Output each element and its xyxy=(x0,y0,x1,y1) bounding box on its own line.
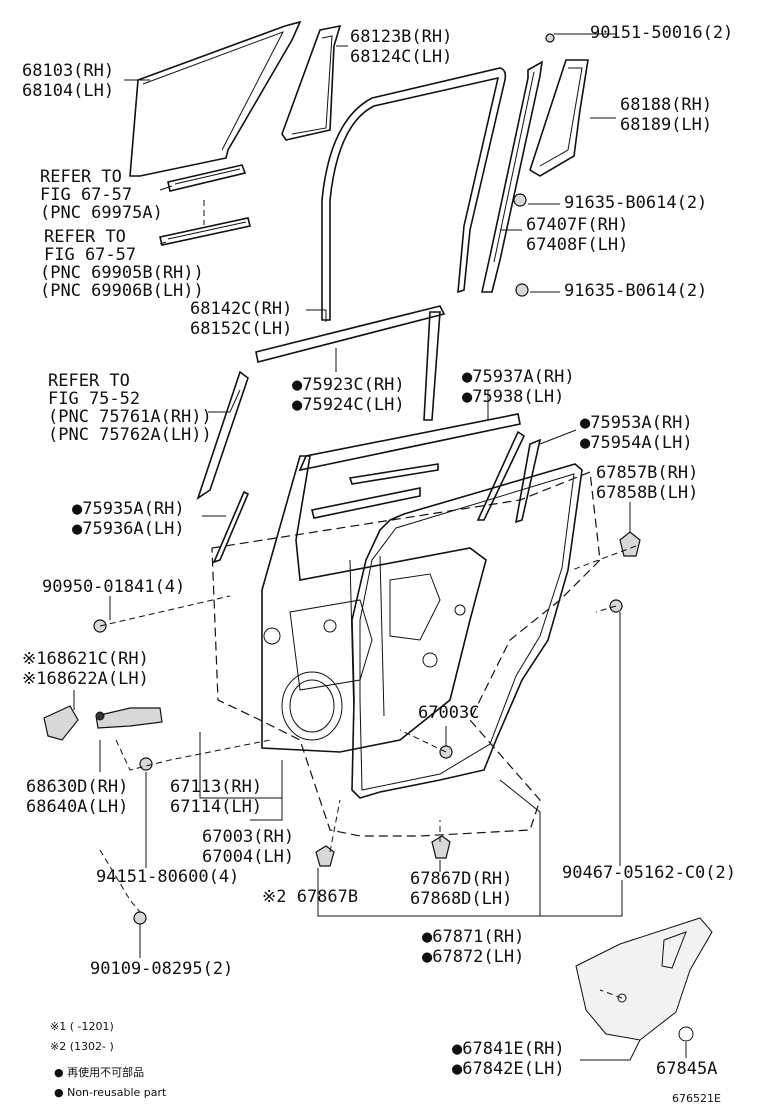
bolt-hinge xyxy=(139,757,153,771)
legend-english: ● Non-reusable part xyxy=(54,1086,167,1099)
label-67113: 67113(RH) xyxy=(170,777,262,797)
door-glass xyxy=(129,20,302,177)
label-67867d: 67867D(RH) xyxy=(410,869,512,889)
service-hole-cover xyxy=(575,917,713,1042)
label-68152c: 68152C(LH) xyxy=(190,319,292,339)
label-90151: 90151-50016(2) xyxy=(590,23,733,43)
bolt-group xyxy=(513,33,555,297)
label-67845a: 67845A xyxy=(656,1059,717,1079)
label-68103: 68103(RH) xyxy=(22,61,114,81)
label-67872: ●67872(LH) xyxy=(422,947,524,967)
label-67407f: 67407F(RH) xyxy=(526,215,628,235)
figure-id: 676521E xyxy=(672,1092,721,1105)
label-67867b: ※2 67867B xyxy=(262,887,358,907)
label-refer-2b: FIG 67-57 xyxy=(44,245,136,265)
clip-67867d xyxy=(431,835,451,859)
label-75924c: ●75924C(LH) xyxy=(292,395,405,415)
label-67114: 67114(LH) xyxy=(170,797,262,817)
label-refer-2c: (PNC 69905B(RH)) xyxy=(40,263,204,283)
label-67858b: 67858B(LH) xyxy=(596,483,698,503)
notes-legend: ※1 ( -1201) ※2 (1302- ) ● 再使用不可部品 ● Non-… xyxy=(50,1020,721,1105)
label-67871: ●67871(RH) xyxy=(422,927,524,947)
quarter-glass-rear xyxy=(529,59,589,177)
door-seal xyxy=(351,463,583,799)
label-refer-3d: (PNC 75762A(LH)) xyxy=(48,425,212,445)
label-refer-3a: REFER TO xyxy=(48,371,130,391)
leader-lines xyxy=(73,33,687,1061)
label-94151: 94151-80600(4) xyxy=(96,867,239,887)
label-68123b: 68123B(RH) xyxy=(350,27,452,47)
label-68622a: ※168622A(LH) xyxy=(22,669,149,689)
label-75935a: ●75935A(RH) xyxy=(72,499,185,519)
label-68142c: 68142C(RH) xyxy=(190,299,292,319)
quarter-glass-front xyxy=(281,24,342,141)
label-68640a: 68640A(LH) xyxy=(26,797,128,817)
note-2: ※2 (1302- ) xyxy=(50,1040,114,1053)
label-90467: 90467-05162-C0(2) xyxy=(562,863,736,883)
label-75953a: ●75953A(RH) xyxy=(580,413,693,433)
label-67004: 67004(LH) xyxy=(202,847,294,867)
label-67841e: ●67841E(RH) xyxy=(452,1039,565,1059)
label-90109: 90109-08295(2) xyxy=(90,959,233,979)
division-bar xyxy=(481,60,544,293)
door-molding xyxy=(196,370,250,564)
dashed-guides xyxy=(99,545,637,999)
glass-run-channel xyxy=(321,67,507,321)
label-90950: 90950-01841(4) xyxy=(42,577,185,597)
label-68189: 68189(LH) xyxy=(620,115,712,135)
label-67003c: 67003C xyxy=(418,703,479,723)
bolt-bottom xyxy=(133,911,147,925)
label-91635-a: 91635-B0614(2) xyxy=(564,193,707,213)
label-75923c: ●75923C(RH) xyxy=(292,375,405,395)
label-67842e: ●67842E(LH) xyxy=(452,1059,565,1079)
label-75936a: ●75936A(LH) xyxy=(72,519,185,539)
label-68124c: 68124C(LH) xyxy=(350,47,452,67)
stopper-67857b xyxy=(619,531,641,557)
label-67003: 67003(RH) xyxy=(202,827,294,847)
label-refer-2d: (PNC 69906B(LH)) xyxy=(40,281,204,301)
label-refer-1c: (PNC 69975A) xyxy=(40,203,163,223)
clip-67867b xyxy=(315,845,335,867)
door-weatherstrip-small xyxy=(514,438,542,524)
part-labels: 68103(RH) 68104(LH) 68123B(RH) 68124C(LH… xyxy=(22,23,736,1079)
label-68104: 68104(LH) xyxy=(22,81,114,101)
label-67408f: 67408F(LH) xyxy=(526,235,628,255)
note-1: ※1 ( -1201) xyxy=(50,1020,114,1033)
label-67857b: 67857B(RH) xyxy=(596,463,698,483)
belt-weatherstrip-outer xyxy=(255,305,446,421)
label-68188: 68188(RH) xyxy=(620,95,712,115)
label-75937a: ●75937A(RH) xyxy=(462,367,575,387)
label-67868d: 67868D(LH) xyxy=(410,889,512,909)
door-outline xyxy=(211,471,601,837)
label-refer-1b: FIG 67-57 xyxy=(40,185,132,205)
glass-channel xyxy=(159,164,251,246)
label-refer-3c: (PNC 75761A(RH)) xyxy=(48,407,212,427)
label-75954a: ●75954A(LH) xyxy=(580,433,693,453)
label-91635-b: 91635-B0614(2) xyxy=(564,281,707,301)
label-refer-3b: FIG 75-52 xyxy=(48,389,140,409)
label-refer-2a: REFER TO xyxy=(44,227,126,247)
label-75938: ●75938(LH) xyxy=(462,387,564,407)
door-hinge xyxy=(43,705,163,741)
label-refer-1a: REFER TO xyxy=(40,167,122,187)
label-68621c: ※168621C(RH) xyxy=(22,649,149,669)
label-68630d: 68630D(RH) xyxy=(26,777,128,797)
legend-japanese: ● 再使用不可部品 xyxy=(54,1065,144,1079)
